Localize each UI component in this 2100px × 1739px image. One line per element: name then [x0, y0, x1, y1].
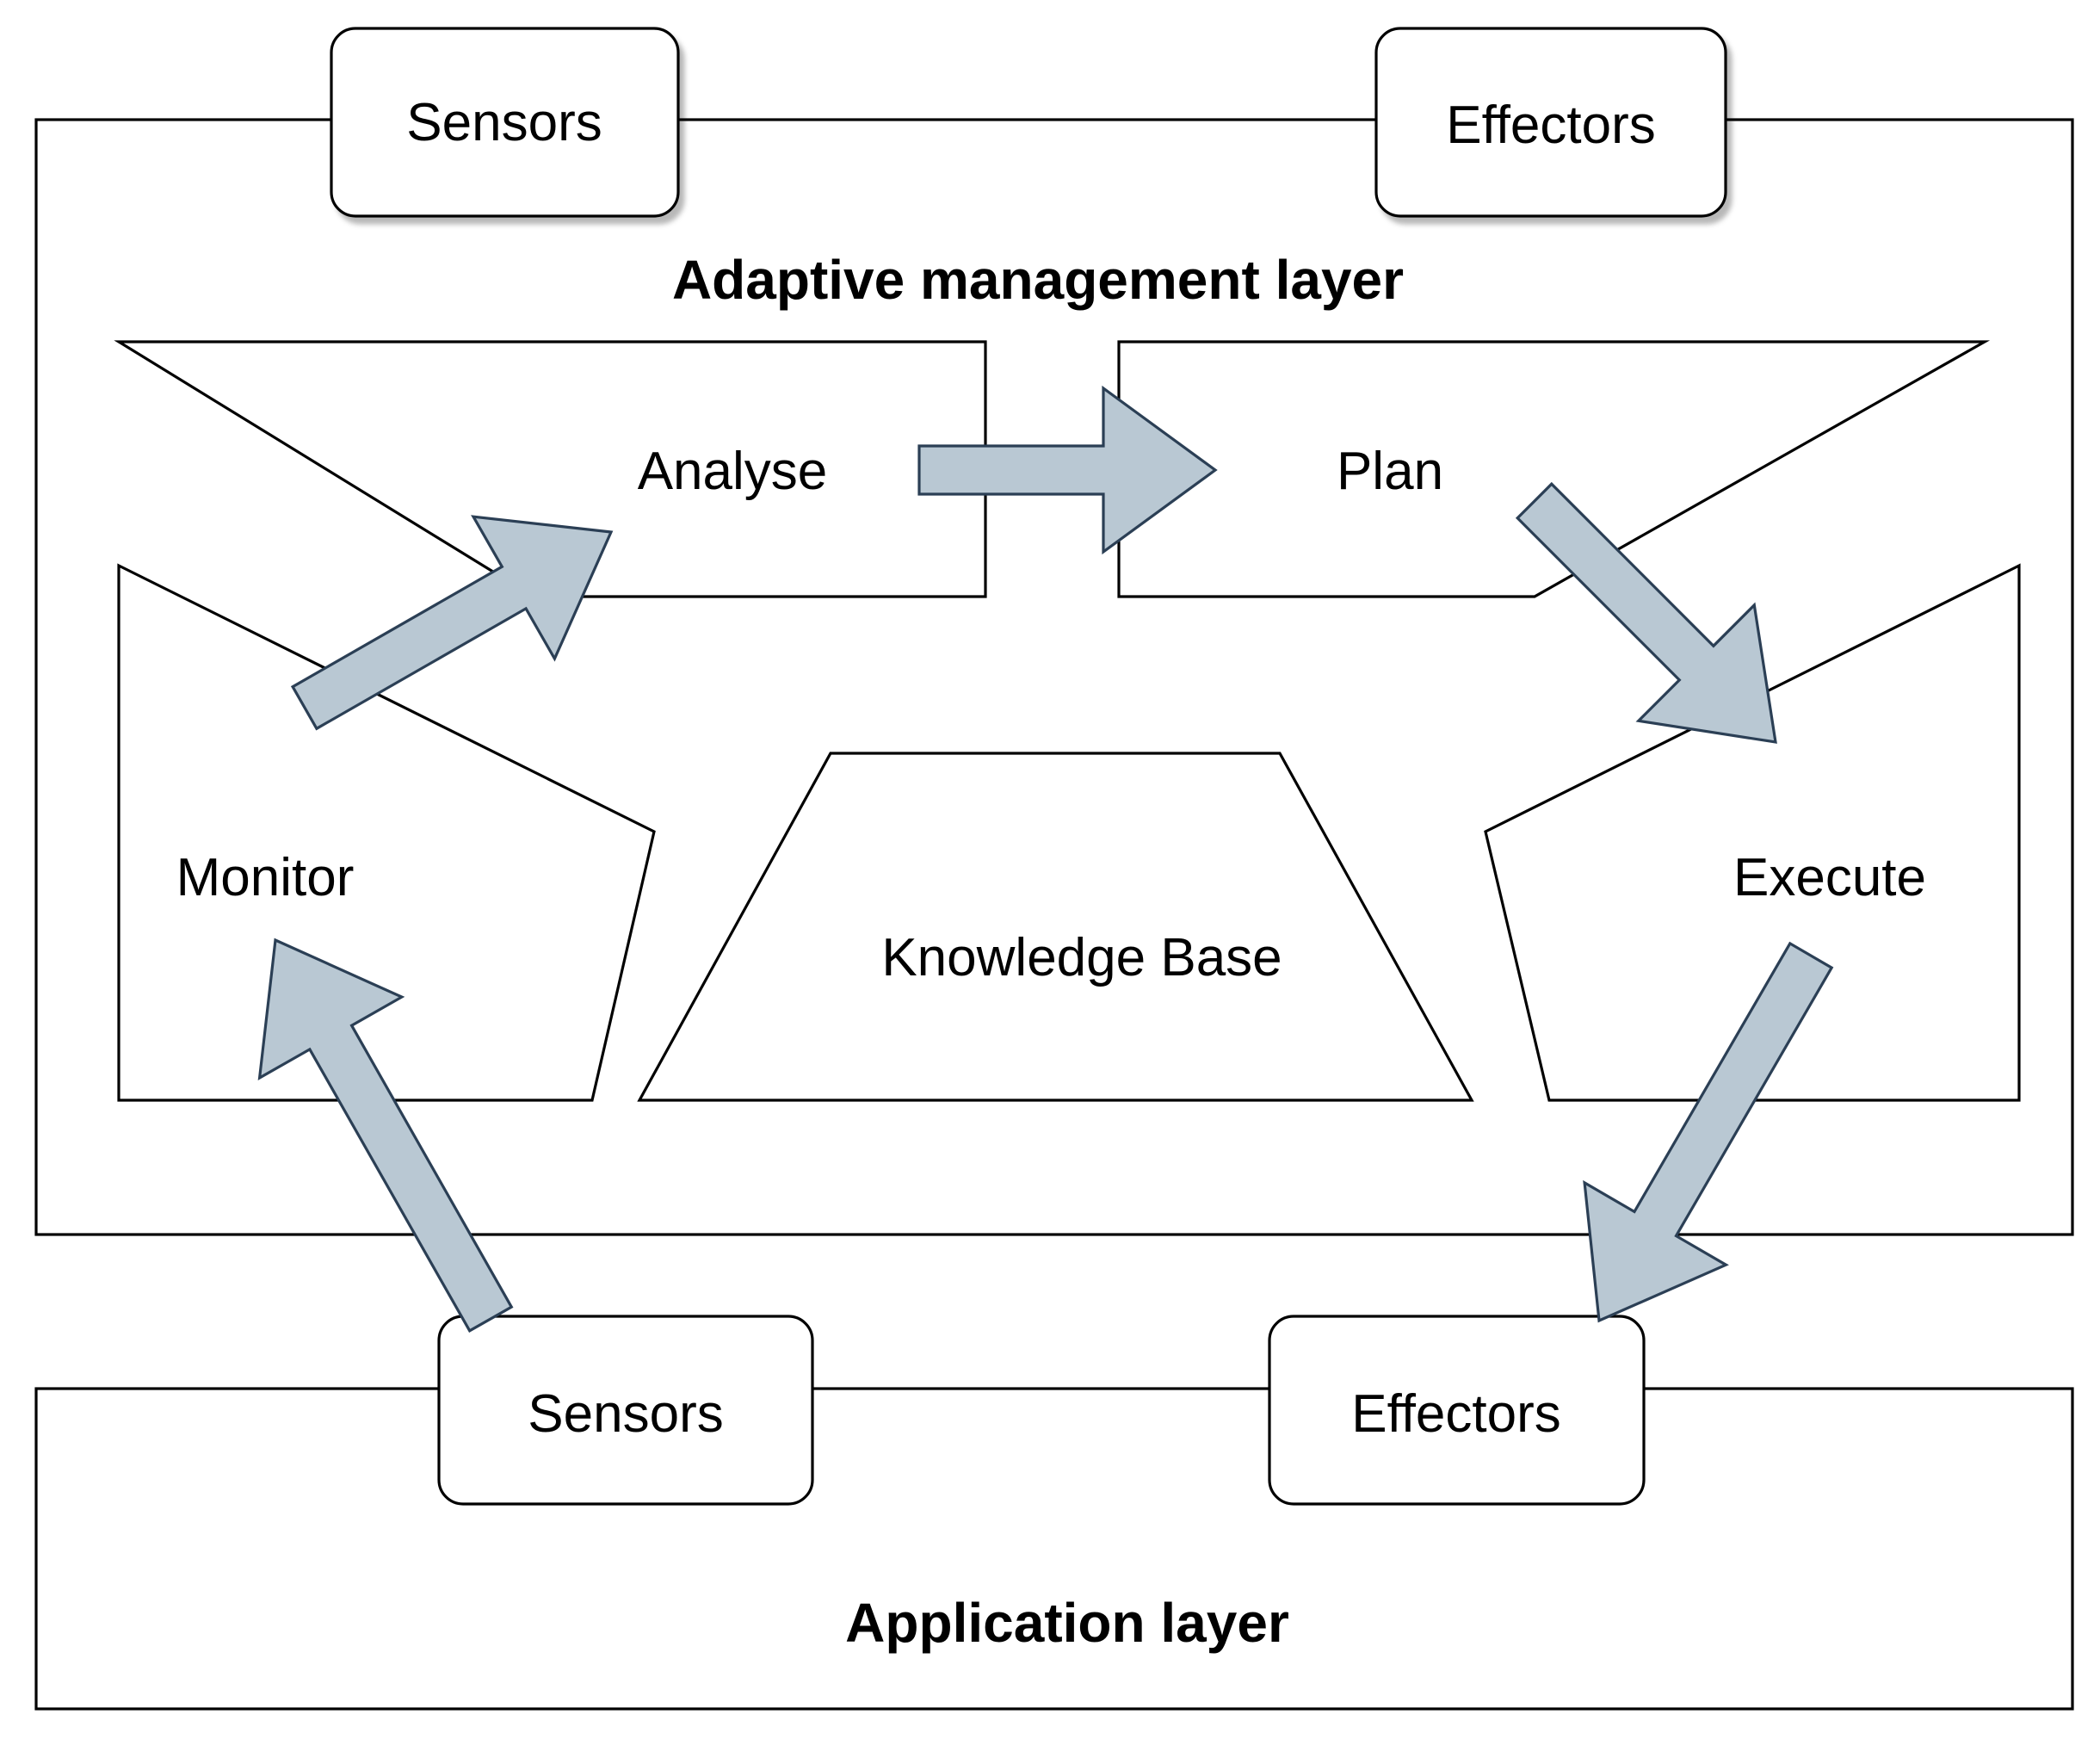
adaptive-sensors-node: Sensors: [330, 27, 680, 218]
adaptive-sensors-label: Sensors: [406, 93, 602, 152]
application-layer-box: [34, 1387, 2074, 1711]
adaptive-effectors-label: Effectors: [1446, 96, 1656, 155]
application-layer-title: Application layer: [845, 1592, 1289, 1654]
monitor-node: Monitor: [117, 563, 656, 1102]
arrow-plan-to-execute: [1515, 481, 1777, 744]
analyse-node: Analyse: [114, 340, 987, 598]
adaptive-layer-title: Adaptive management layer: [672, 249, 1404, 311]
analyse-label: Analyse: [638, 442, 828, 501]
application-effectors-node: Effectors: [1268, 1315, 1646, 1506]
plan-label: Plan: [1337, 442, 1443, 501]
knowledge-base-label: Knowledge Base: [881, 928, 1282, 987]
arrow-monitor-to-analyse: [290, 515, 614, 731]
arrow-execute-to-effectors: [1583, 941, 1834, 1323]
application-effectors-label: Effectors: [1351, 1384, 1561, 1444]
plan-node: Plan: [1117, 340, 1991, 598]
execute-node: Execute: [1484, 563, 2021, 1102]
arrow-analyse-to-plan: [917, 385, 1218, 555]
application-sensors-node: Sensors: [437, 1315, 814, 1506]
arrow-sensors-to-monitor: [257, 938, 514, 1333]
monitor-label: Monitor: [176, 848, 355, 907]
execute-label: Execute: [1733, 848, 1926, 907]
flow-arrows: [257, 385, 1834, 1333]
knowledge-base-node: Knowledge Base: [637, 752, 1474, 1102]
adaptive-effectors-node: Effectors: [1374, 27, 1727, 218]
application-sensors-label: Sensors: [528, 1384, 723, 1444]
